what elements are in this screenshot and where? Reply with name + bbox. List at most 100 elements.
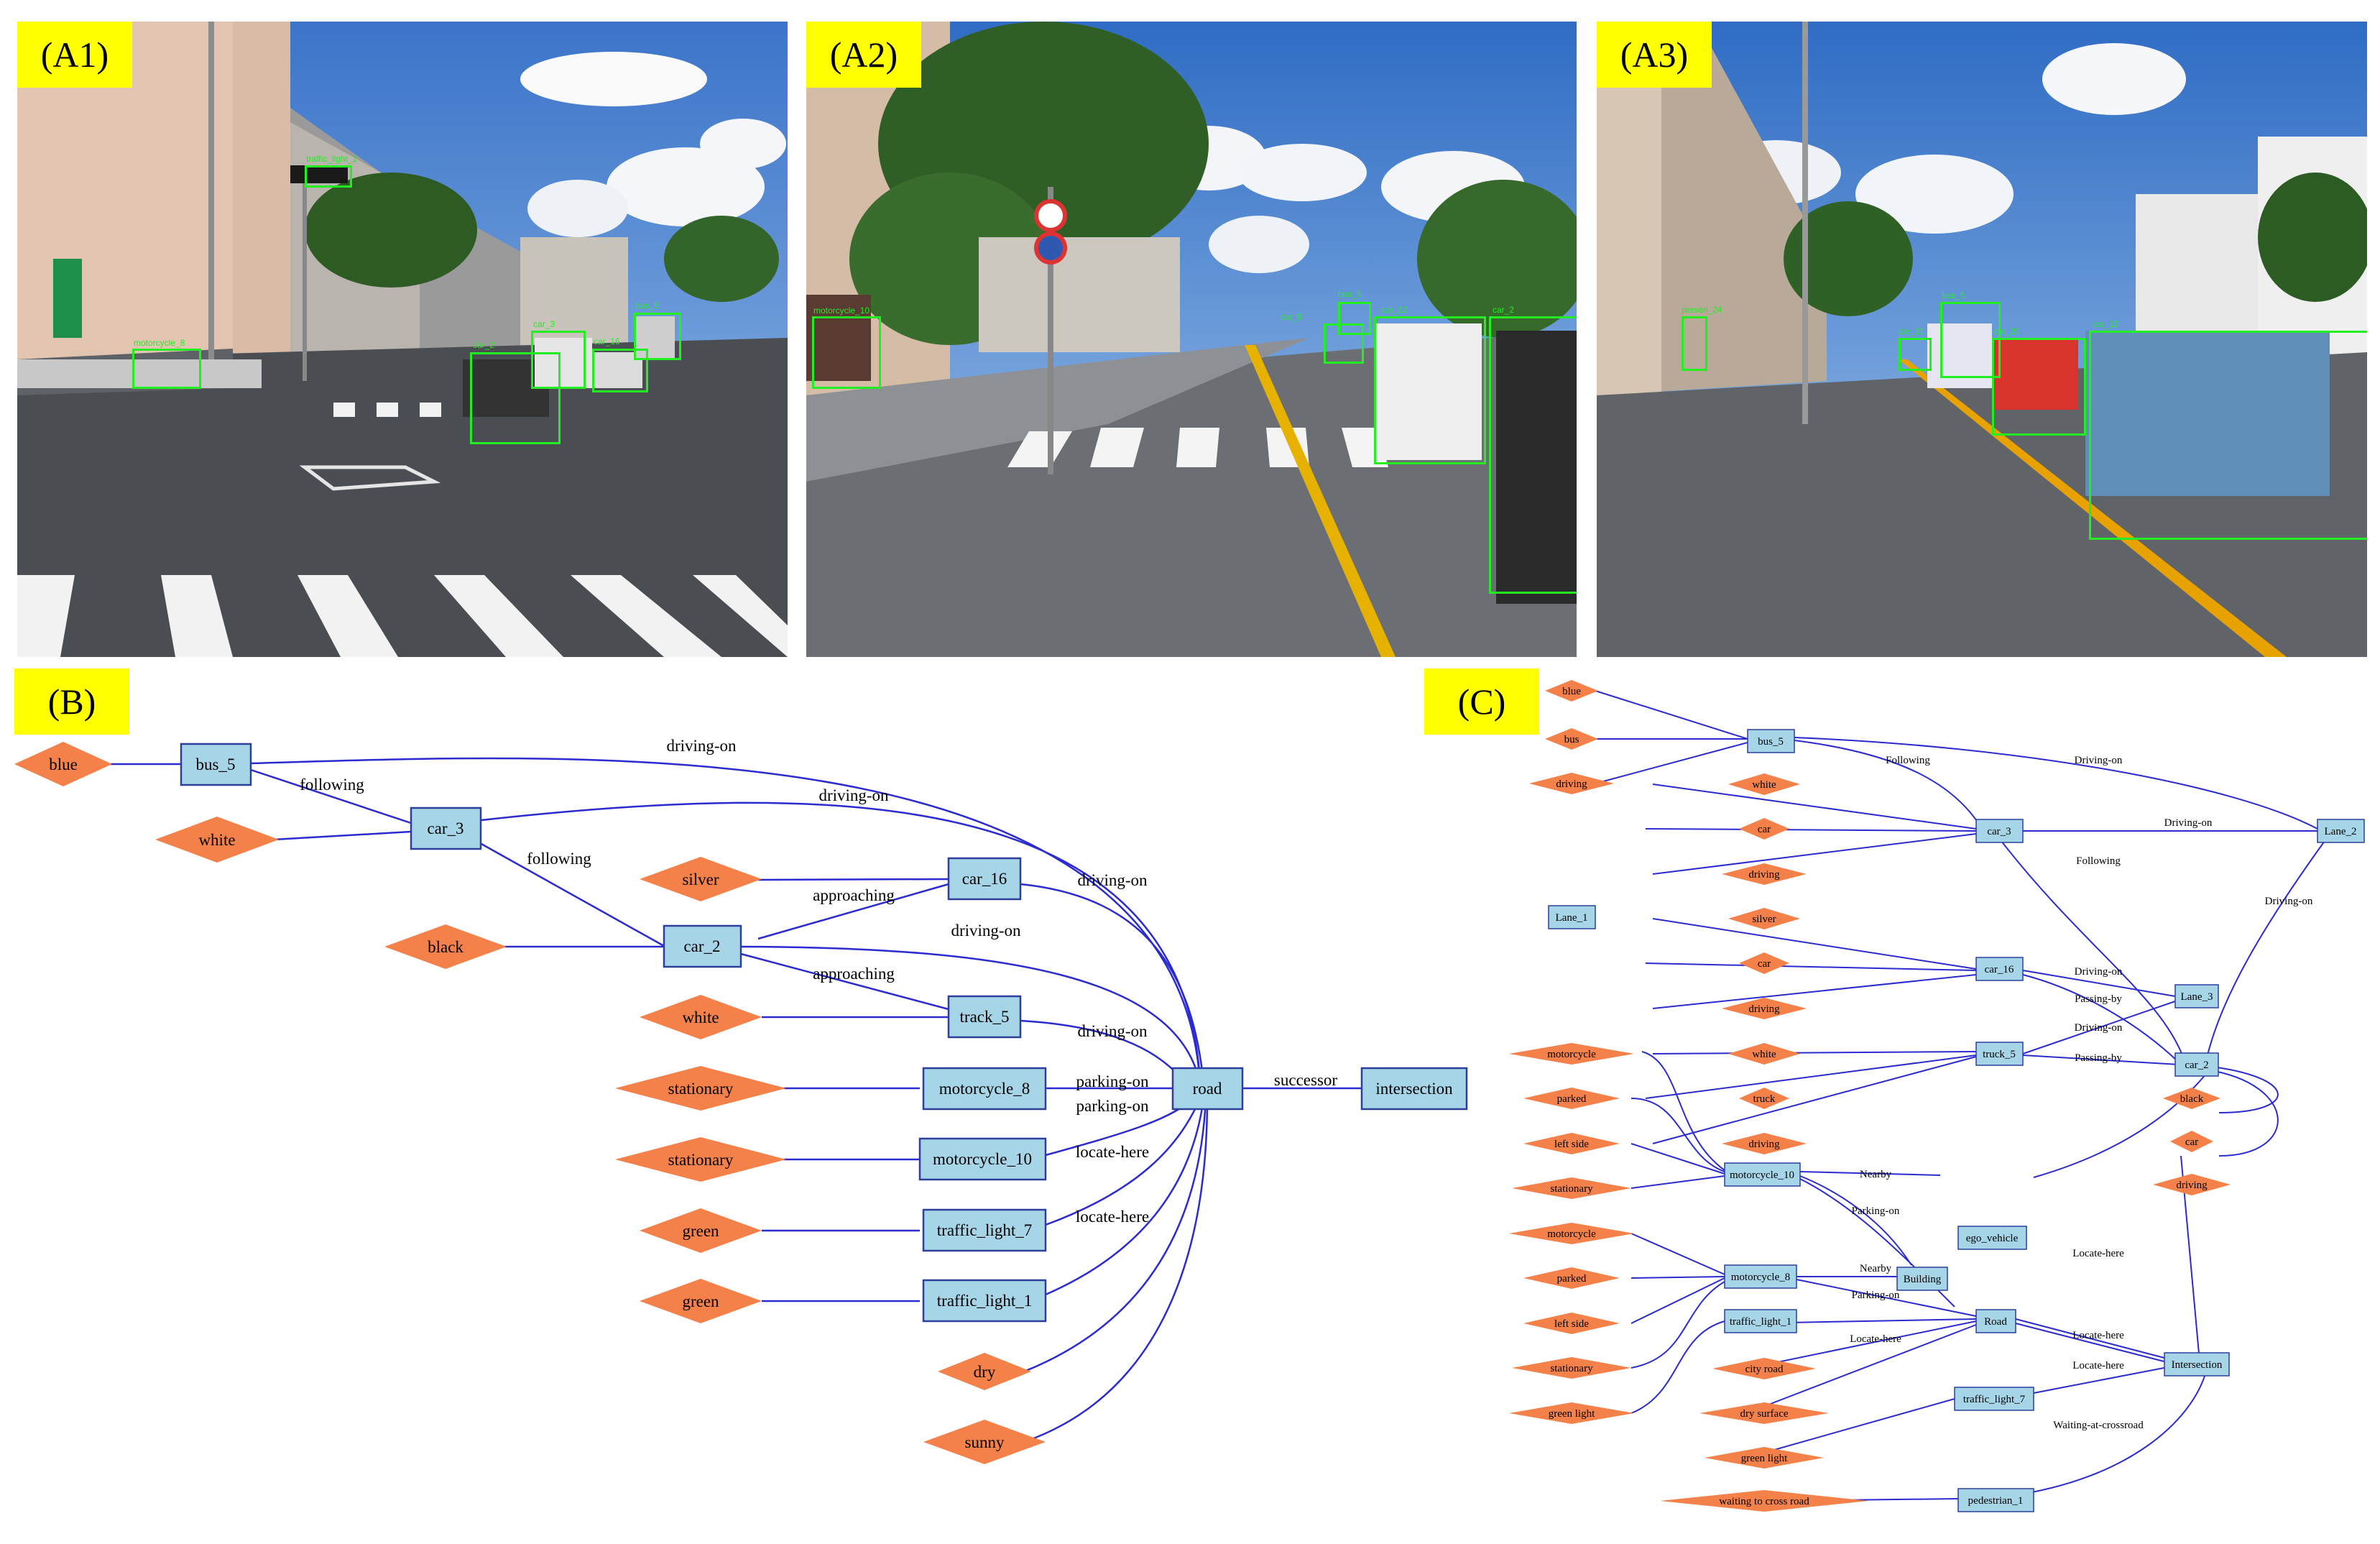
edge-label: approaching <box>813 965 895 983</box>
edge <box>1796 1279 1977 1317</box>
node-label: pedestrian_1 <box>1968 1495 2024 1507</box>
edge <box>1794 737 2318 830</box>
attr-node <box>2163 1088 2220 1109</box>
node-motorcycle-10 <box>918 1137 1047 1181</box>
attr-node-black <box>384 924 507 969</box>
edge-label: driving-on <box>1077 871 1148 889</box>
detection-box <box>812 316 881 389</box>
attr-node <box>1739 818 1789 840</box>
edge <box>1631 1233 1725 1275</box>
edge <box>1745 1320 1977 1369</box>
attr-node <box>2170 1131 2213 1152</box>
node-label: silver <box>1752 914 1776 925</box>
node-label: white <box>682 1008 719 1026</box>
edge-label: Driving-on <box>2164 817 2213 829</box>
detection-label: traffic_light_1 <box>306 154 358 164</box>
node-label: stationary <box>668 1080 734 1098</box>
detection-box <box>1899 338 1932 371</box>
edge <box>740 952 949 1011</box>
edge-label: Driving-on <box>2265 896 2313 907</box>
attr-node <box>1728 773 1800 795</box>
attr-node <box>1529 773 1614 794</box>
edge <box>1023 1098 1209 1443</box>
edge <box>1789 1318 1977 1323</box>
detection-label: bus_5 <box>635 300 659 311</box>
graph-b-entity-nodes <box>180 743 1468 1323</box>
edge-label: Passing-by <box>2075 1052 2122 1064</box>
node-label: green light <box>1741 1453 1788 1464</box>
edge-label: Locate-here <box>2072 1360 2124 1371</box>
panel-label-a1: (A1) <box>17 22 132 88</box>
edge <box>1652 833 1977 875</box>
node-label: white <box>1752 1049 1776 1060</box>
node-label: Lane_1 <box>1556 912 1588 924</box>
node <box>1975 957 2024 981</box>
detection-label: car_2 <box>473 340 495 350</box>
edge <box>1631 1320 1725 1414</box>
edge <box>1645 1054 1977 1099</box>
node-traffic-light-7 <box>922 1208 1047 1252</box>
detection-box <box>1489 316 1577 594</box>
attr-node <box>1722 998 1807 1019</box>
edge <box>479 842 665 947</box>
panel-label-a2: (A2) <box>806 22 921 88</box>
attr-node <box>1545 728 1598 750</box>
detection-label: car_5 <box>1281 312 1303 322</box>
detection-label: car_2 <box>1493 305 1515 315</box>
node-label: car_3 <box>1987 826 2011 837</box>
edge-label: Following <box>2076 855 2121 867</box>
node-label: Intersection <box>2172 1359 2223 1371</box>
edge <box>1595 690 1748 740</box>
edge-label: Nearby <box>1860 1169 1892 1180</box>
node-label: bus_5 <box>196 755 236 773</box>
node-label: green <box>682 1292 719 1310</box>
attr-node-silver <box>640 857 762 901</box>
edge <box>1652 784 1977 830</box>
detection-box <box>2089 331 2367 540</box>
detection-box <box>305 165 352 188</box>
photo-a2: motorcycle_10 car_5 car_12 car_2 bus_5 (… <box>806 22 1577 657</box>
detection-box <box>1338 302 1371 335</box>
scene-graph-c: blue bus driving bus_5 white car driving… <box>1509 680 2365 1512</box>
edge-label: successor <box>1274 1071 1337 1089</box>
node-label: car_16 <box>1985 964 2014 975</box>
edge <box>1745 1324 1977 1414</box>
edge-label: driving-on <box>1077 1022 1148 1040</box>
node-label: car_2 <box>2185 1060 2208 1071</box>
node-label: driving <box>1748 1139 1780 1150</box>
graph-b-node-labels: blue bus_5 white car_3 silver car_16 bla… <box>49 755 1453 1451</box>
node-label: motorcycle_8 <box>1731 1272 1790 1283</box>
attr-node <box>1728 908 1800 929</box>
edge <box>1631 1276 1725 1279</box>
attr-node <box>1699 1402 1829 1424</box>
node-label: stationary <box>668 1151 734 1169</box>
attr-node <box>1523 1313 1620 1334</box>
detection-label: bus_5 <box>1338 289 1362 299</box>
node-label: stationary <box>1550 1183 1593 1195</box>
node-label: car_2 <box>683 937 720 955</box>
edge-label: approaching <box>813 886 895 904</box>
attr-node <box>1509 1402 1634 1424</box>
edge <box>2022 970 2176 997</box>
node-label: traffic_light_7 <box>937 1221 1032 1239</box>
scene-graph-b: blue bus_5 white car_3 silver car_16 bla… <box>14 737 1468 1464</box>
graph-c-edges <box>1595 690 2325 1502</box>
node-label: car_16 <box>962 870 1007 888</box>
edge-label: driving-on <box>951 922 1021 939</box>
node-label: dry <box>974 1363 996 1381</box>
edge <box>1652 1056 1977 1144</box>
edge-label: Driving-on <box>2075 755 2123 766</box>
node-label: stationary <box>1550 1363 1593 1374</box>
node-label: white <box>1752 779 1776 791</box>
attr-node-dry <box>938 1353 1031 1390</box>
node-traffic-light-1 <box>922 1279 1047 1323</box>
edge <box>2022 1001 2176 1054</box>
detection-box <box>1324 323 1364 364</box>
node <box>1548 905 1596 929</box>
detection-box <box>592 349 648 392</box>
detection-label: car_16 <box>594 336 620 346</box>
node <box>1724 1162 1801 1187</box>
attr-node-stationary <box>615 1066 786 1111</box>
edge-label: Locate-here <box>1850 1333 1901 1345</box>
detection-label: bus_5 <box>1942 290 1965 300</box>
